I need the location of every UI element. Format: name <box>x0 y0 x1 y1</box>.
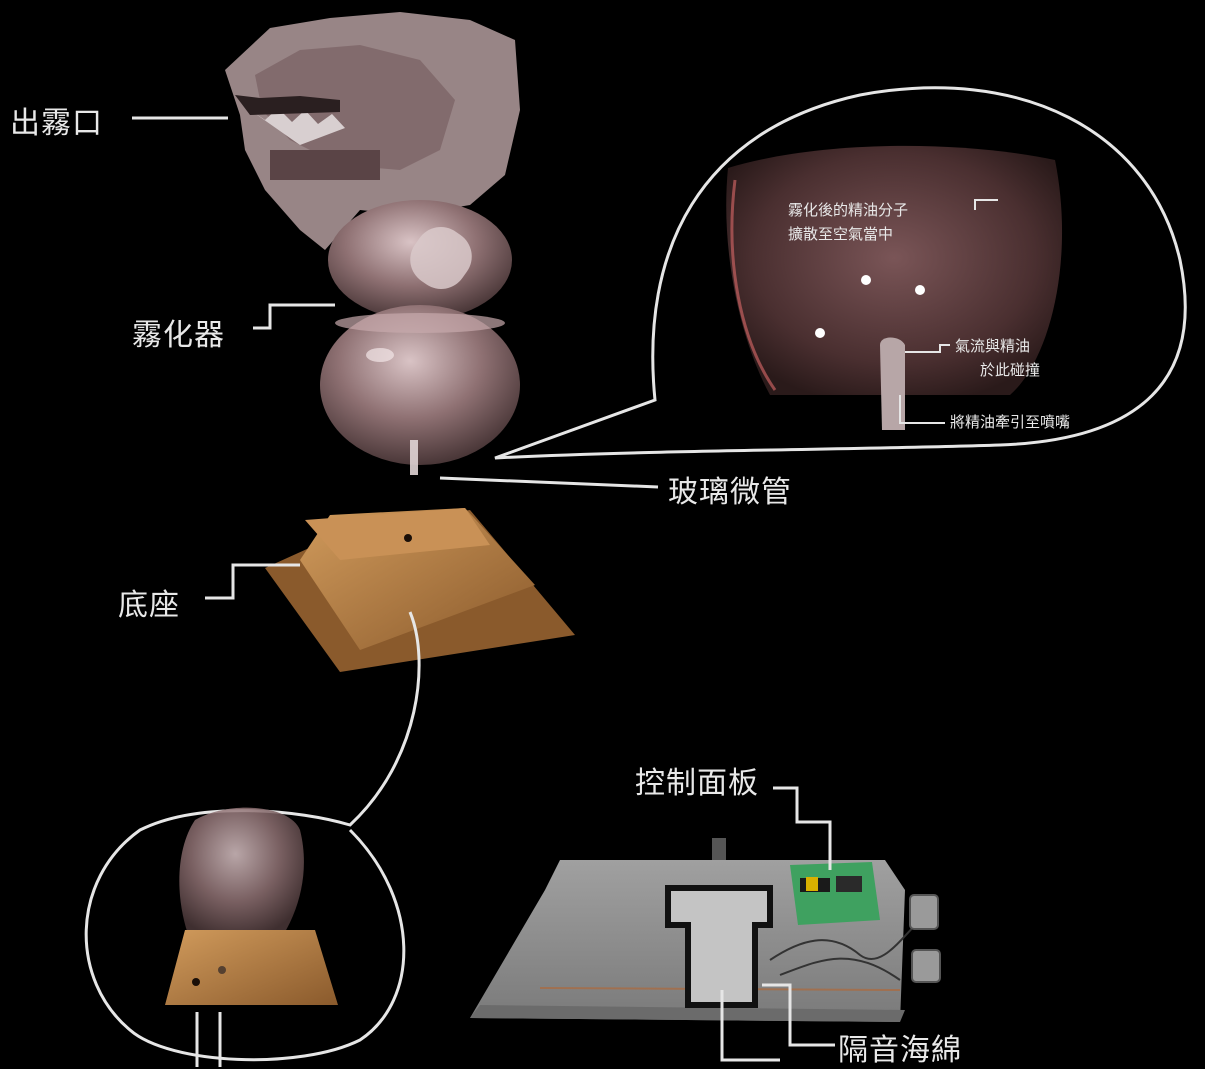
control-board <box>790 862 880 925</box>
lion-head-outlet <box>225 12 520 250</box>
callout-airflow-line1: 氣流與精油 <box>955 337 1031 355</box>
label-base: 底座 <box>118 588 180 623</box>
wooden-base <box>265 508 575 672</box>
sound-sponge-frame <box>665 885 773 1008</box>
label-sound-sponge: 隔音海綿 <box>838 1033 962 1068</box>
callout-airflow-line2: 於此碰撞 <box>980 361 1041 379</box>
atomizer-body <box>320 200 520 475</box>
callout-molecules-line2: 擴散至空氣當中 <box>788 225 894 243</box>
callout-bubble-bowl <box>494 86 1187 460</box>
label-glass-tube: 玻璃微管 <box>668 475 792 510</box>
label-atomizer: 霧化器 <box>132 318 225 353</box>
callout-bubble-base <box>84 611 421 1067</box>
electronics-housing <box>470 838 941 1022</box>
callout-molecules-line1: 霧化後的精油分子 <box>788 201 909 219</box>
label-control-panel: 控制面板 <box>635 766 759 801</box>
leader-lines <box>132 116 835 1062</box>
callout-oil-draw: 將精油牽引至噴嘴 <box>950 413 1071 431</box>
label-outlet: 出霧口 <box>10 106 103 141</box>
